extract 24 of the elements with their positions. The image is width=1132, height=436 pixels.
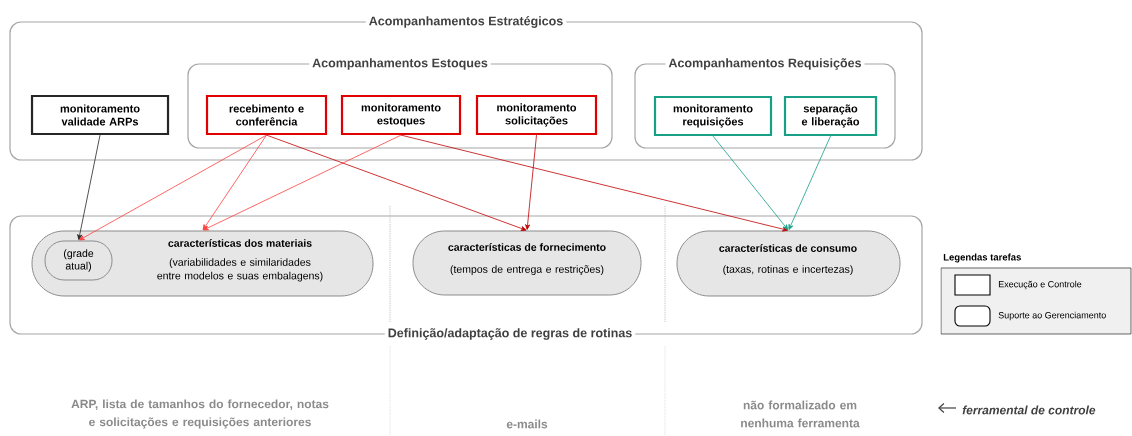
arrow <box>525 134 537 230</box>
tool-note: e-mails <box>506 419 548 429</box>
rounded-box: características de consumo (taxas, rotinas e incertezas) <box>676 230 901 297</box>
rounded-box: características de fornecimento (tempos de entrega e restrições) <box>412 230 642 296</box>
arrow <box>788 135 831 230</box>
legend-text: Suporte ao Gerenciamento <box>998 311 1106 321</box>
legend-text: Execução e Controle <box>998 280 1082 290</box>
arrow <box>203 134 402 231</box>
task-box: monitoramento validade ARPs <box>30 94 170 136</box>
tool-note: não formalizado em nenhuma ferramenta <box>741 400 860 428</box>
arrow <box>712 135 789 231</box>
task-box: recebimento e conferência <box>205 94 328 136</box>
task-box: monitoramento estoques <box>340 94 462 136</box>
legend-title: Legendas tarefas <box>943 253 1021 263</box>
arrow <box>202 134 267 231</box>
task-box: monitoramento solicitações <box>475 94 598 136</box>
arrow <box>77 134 101 240</box>
row-caption: ferramental de controle <box>962 405 1096 415</box>
task-box: separação e liberação <box>783 95 878 137</box>
task-box: monitoramento requisições <box>653 95 773 137</box>
arrow <box>400 134 788 232</box>
arrow <box>79 134 267 241</box>
arrow <box>266 134 527 231</box>
tool-note: ARP, lista de tamanhos do fornecedor, notas e solicitações e requisições anteriores <box>71 399 329 429</box>
